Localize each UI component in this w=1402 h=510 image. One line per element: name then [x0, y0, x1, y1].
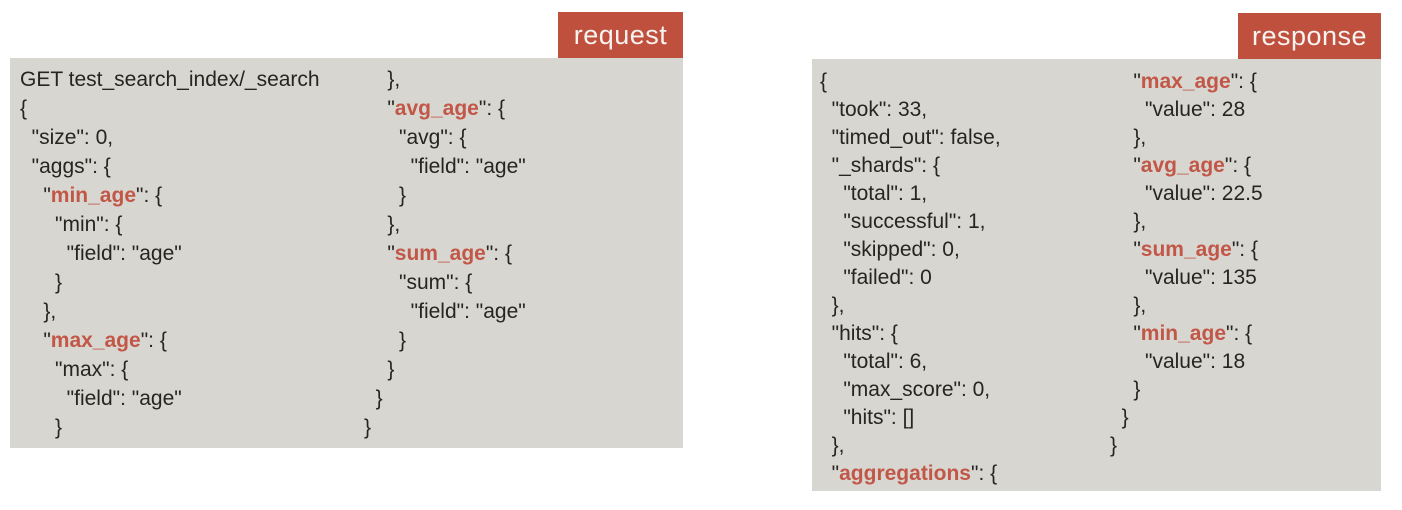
request-code-panel: GET test_search_index/_search{ "size": 0…: [10, 58, 683, 448]
response-code-column-right: "max_age": { "value": 28 }, "avg_age": {…: [1110, 70, 1263, 457]
response-code-column-left: { "took": 33, "timed_out": false, "_shar…: [820, 70, 1001, 485]
response-tab: response: [1238, 13, 1381, 59]
request-tab: request: [558, 12, 683, 58]
response-code-panel: { "took": 33, "timed_out": false, "_shar…: [812, 59, 1381, 491]
request-code-column-left: GET test_search_index/_search{ "size": 0…: [20, 68, 320, 439]
request-code-column-right: }, "avg_age": { "avg": { "field": "age" …: [364, 68, 526, 439]
